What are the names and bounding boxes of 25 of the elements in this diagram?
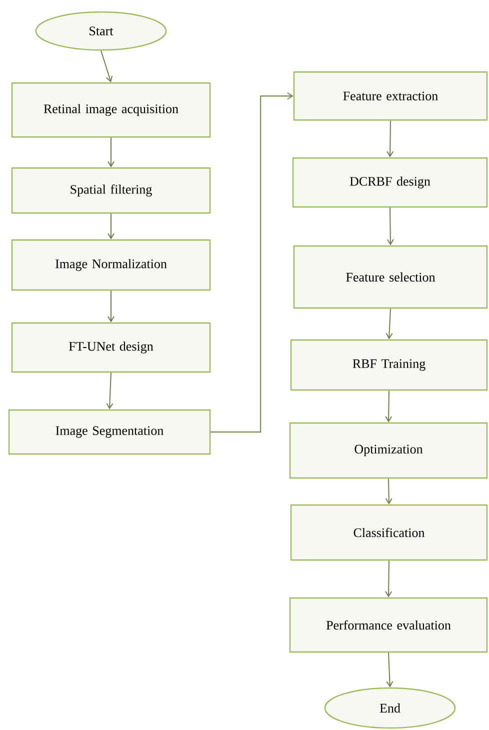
arrow	[100, 50, 113, 82]
process-box: Spatial filtering	[11, 167, 211, 214]
arrow	[386, 308, 393, 340]
process-box: Classification	[290, 504, 488, 561]
arrow	[210, 92, 294, 432]
arrow	[386, 207, 394, 246]
arrow	[108, 290, 114, 322]
process-box: Retinal image acquisition	[11, 82, 211, 138]
process-box: Feature selection	[293, 245, 488, 309]
arrow	[108, 213, 114, 240]
arrow	[106, 372, 114, 410]
arrow	[385, 478, 392, 504]
process-box: Optimization	[289, 422, 488, 479]
process-box: RBF Training	[290, 339, 488, 391]
arrow	[108, 137, 114, 168]
process-box: Feature extraction	[293, 71, 488, 121]
process-box: DCRBF design	[292, 157, 488, 208]
process-box: FT-UNet design	[11, 322, 211, 373]
arrow	[386, 120, 394, 158]
process-box: Image Normalization	[11, 239, 211, 291]
arrow	[386, 652, 394, 688]
process-box: Performance evaluation	[289, 597, 488, 653]
process-box: Image Segmentation	[8, 409, 211, 455]
arrow	[385, 390, 392, 422]
arrow	[385, 560, 392, 598]
